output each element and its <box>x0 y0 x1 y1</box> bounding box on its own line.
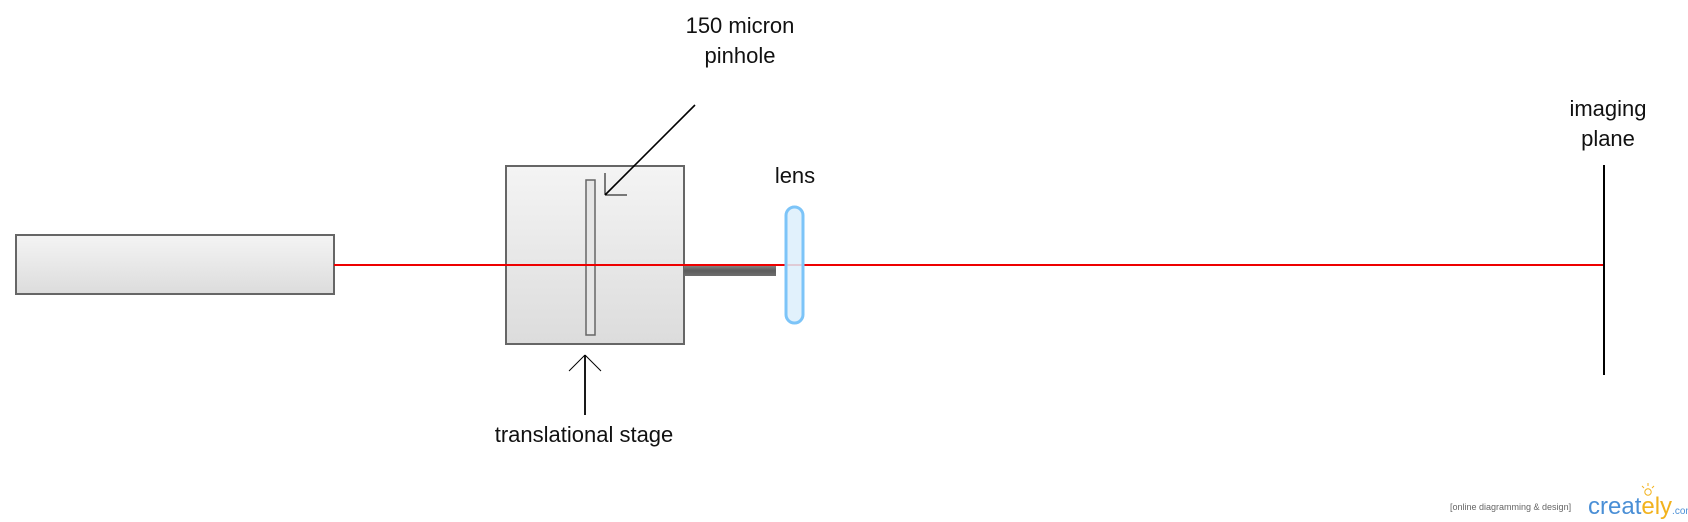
imaging-plane-label-line2: plane <box>1581 126 1635 151</box>
pinhole-arrow <box>604 104 696 196</box>
lens-shape <box>784 205 805 325</box>
imaging-plane-label-line1: imaging <box>1569 96 1646 121</box>
bulb-icon <box>1641 483 1655 496</box>
lens-label: lens <box>775 163 815 188</box>
stage-rod <box>684 265 776 276</box>
creately-watermark: [online diagramming & design] creately.c… <box>1450 483 1688 520</box>
stage-label: translational stage <box>495 422 674 447</box>
watermark-tagline: [online diagramming & design] <box>1450 502 1571 512</box>
pinhole-label-line1: 150 micron <box>686 13 795 38</box>
pinhole-slit <box>585 179 596 336</box>
watermark-brand: creately.com <box>1588 493 1688 520</box>
stage-arrow <box>568 354 602 415</box>
laser-box <box>15 234 335 295</box>
pinhole-label-line2: pinhole <box>705 43 776 68</box>
